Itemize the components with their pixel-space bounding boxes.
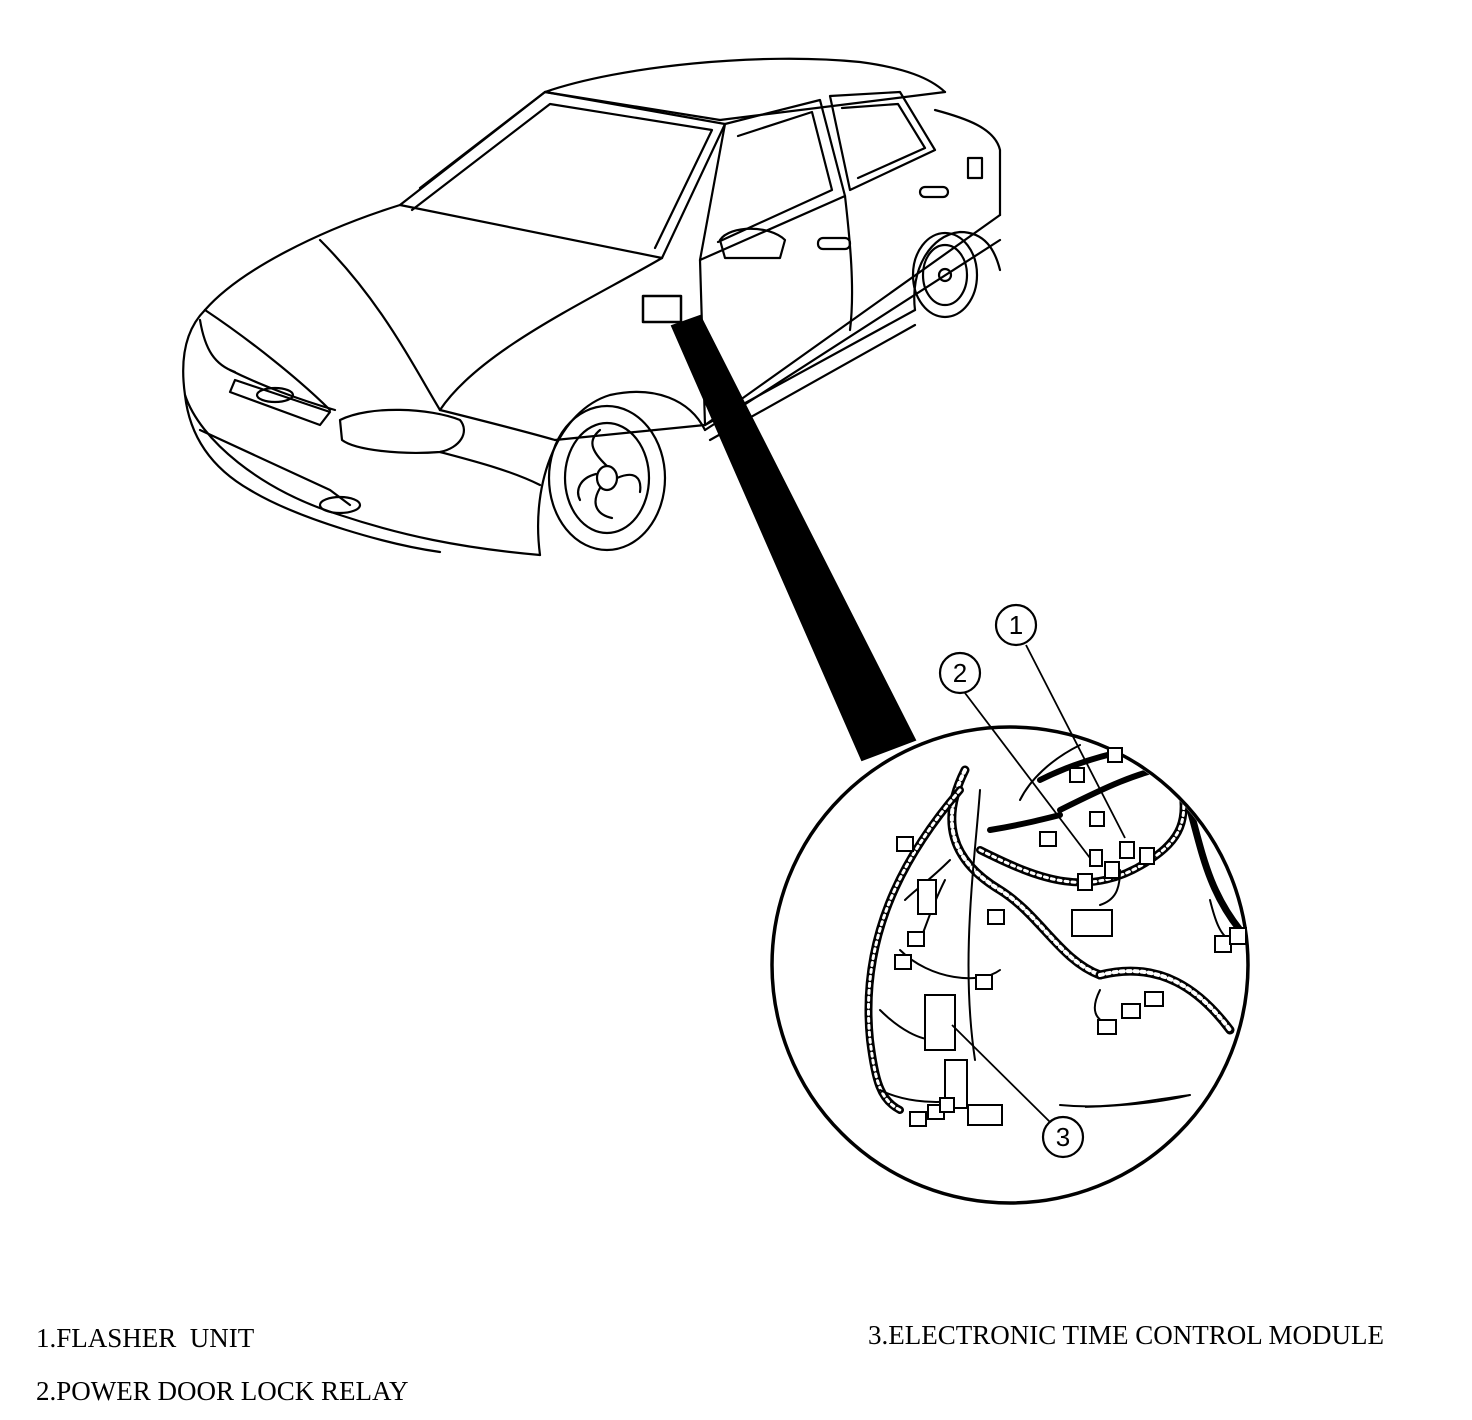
legend-item-flasher-unit: 1.FLASHER UNIT xyxy=(36,1323,255,1353)
zoom-detail-circle xyxy=(770,725,1250,1205)
callout-3: 3 xyxy=(1041,1115,1085,1159)
callout-2-number: 2 xyxy=(953,658,967,688)
callout-1-number: 1 xyxy=(1009,610,1023,640)
legend-item-power-door-lock-relay: 2.POWER DOOR LOCK RELAY xyxy=(36,1376,409,1406)
callout-2: 2 xyxy=(938,651,982,695)
legend-item-electronic-time-control-module: 3.ELECTRONIC TIME CONTROL MODULE xyxy=(868,1320,1384,1350)
car-illustration xyxy=(182,57,1002,557)
callout-1: 1 xyxy=(994,603,1038,647)
callout-3-number: 3 xyxy=(1056,1122,1070,1152)
zoom-pointer xyxy=(670,314,917,762)
callout-leaders xyxy=(951,644,1191,1123)
